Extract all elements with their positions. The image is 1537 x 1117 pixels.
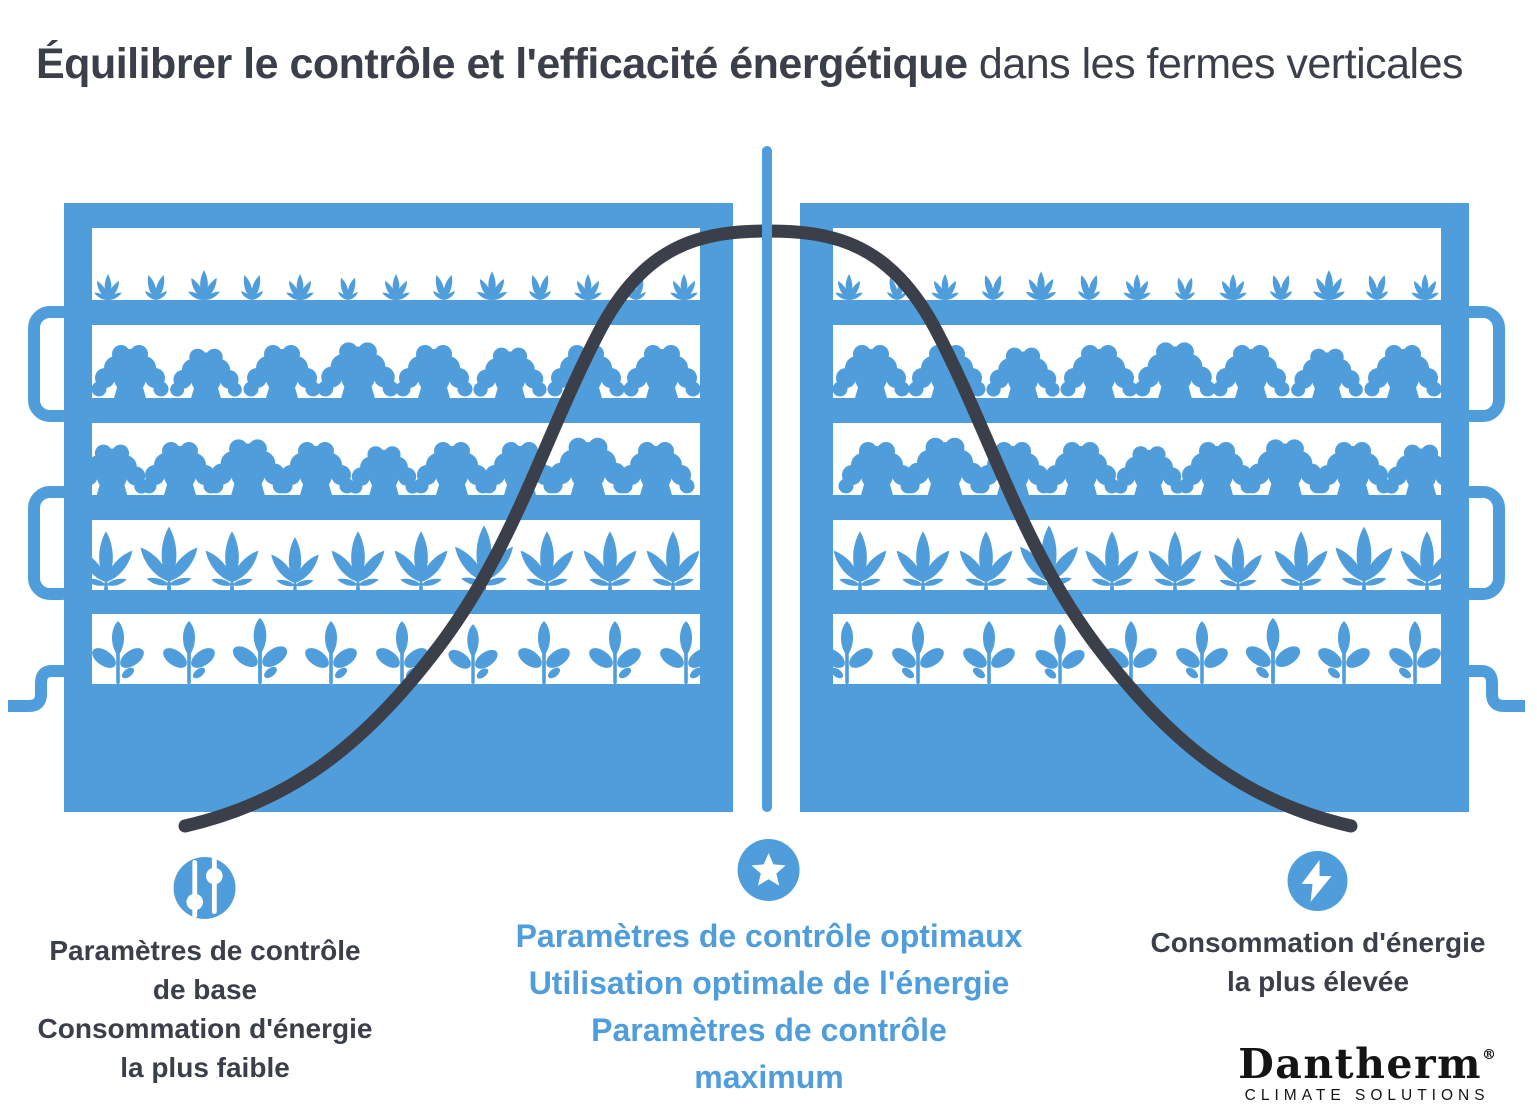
label-block-basic-control: Paramètres de contrôle de base Consommat…: [38, 854, 373, 1087]
label-left-text: Paramètres de contrôle de base Consommat…: [38, 931, 373, 1087]
label-line: Paramètres de contrôle: [591, 1012, 947, 1048]
label-right-text: Consommation d'énergie la plus élevée: [1151, 923, 1486, 1001]
title-regular: dans les fermes verticales: [967, 40, 1464, 88]
label-line: maximum: [694, 1059, 844, 1095]
star-icon: [737, 839, 800, 901]
label-line: la plus faible: [120, 1052, 290, 1083]
logo-registered-mark: ®: [1482, 1047, 1496, 1063]
lightning-icon: [1287, 851, 1348, 911]
label-center-text: Paramètres de contrôle optimaux Utilisat…: [516, 913, 1023, 1101]
page-title: Équilibrer le contrôle et l'efficacité é…: [36, 40, 1464, 89]
label-line: la plus élevée: [1226, 966, 1410, 997]
label-block-optimal: Paramètres de contrôle optimaux Utilisat…: [516, 838, 1023, 1101]
label-line: de base: [152, 974, 258, 1005]
label-line: Paramètres de contrôle optimaux: [515, 918, 1023, 954]
logo-name: Dantherm: [1238, 1040, 1482, 1088]
label-block-highest-energy: Consommation d'énergie la plus élevée: [1151, 850, 1486, 1001]
title-bold: Équilibrer le contrôle et l'efficacité é…: [36, 40, 968, 88]
label-line: Consommation d'énergie: [1150, 927, 1486, 958]
sliders-icon: [173, 856, 236, 919]
label-line: Consommation d'énergie: [37, 1013, 373, 1044]
label-line: Utilisation optimale de l'énergie: [528, 965, 1010, 1001]
logo-tagline: CLIMATE SOLUTIONS: [1244, 1087, 1490, 1104]
label-line: Paramètres de contrôle: [49, 935, 361, 966]
logo-wordmark: Dantherm®: [1238, 1044, 1496, 1085]
dantherm-logo: Dantherm® CLIMATE SOLUTIONS: [1238, 1044, 1496, 1105]
